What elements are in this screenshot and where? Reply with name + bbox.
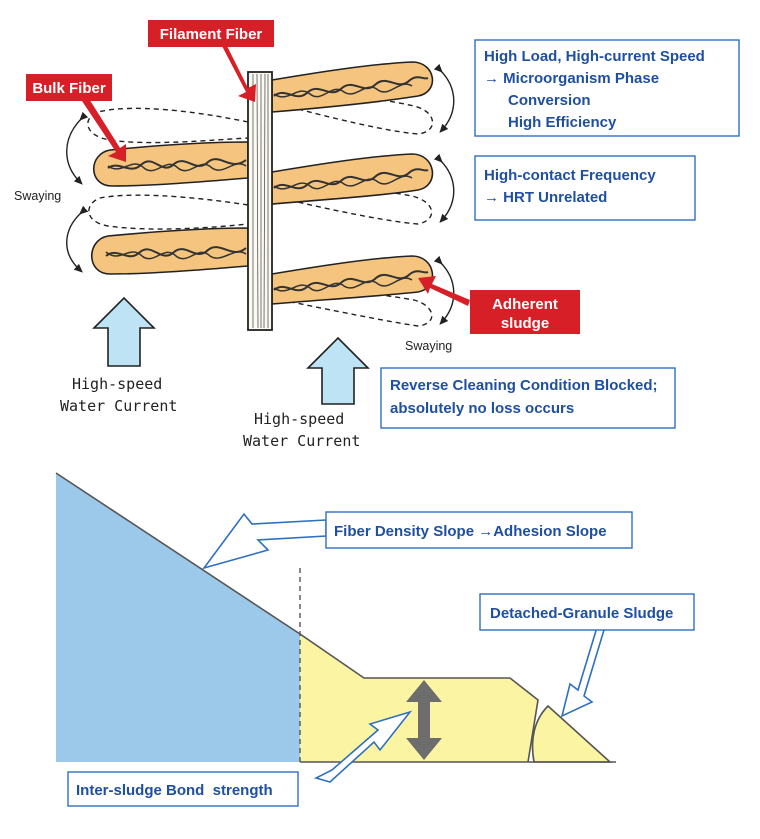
svg-text:High-contact Frequency: High-contact Frequency (484, 167, 656, 184)
bulk-fiber-right-2 (271, 153, 434, 205)
label-detached-granule: Detached-Granule Sludge (479, 593, 695, 631)
svg-text:High Load, High-current Speed: High Load, High-current Speed (484, 48, 705, 65)
svg-text:absolutely no loss occurs: absolutely no loss occurs (390, 400, 574, 417)
bond-strength-arrow (406, 680, 442, 760)
arrow-filament-fiber (222, 44, 256, 102)
arrow-adherent-sludge (418, 276, 470, 306)
svg-text:Fiber Density Slope →Adhesion: Fiber Density Slope →Adhesion Slope (334, 523, 607, 540)
label-water-current-left: High-speed Water Current (60, 375, 177, 415)
label-swaying-left: Swaying (14, 189, 61, 203)
label-bulk-fiber: Bulk Fiber (26, 74, 112, 101)
callout-arrow-inter-sludge (313, 710, 413, 783)
label-adherent-sludge: Adherent sludge (470, 290, 580, 334)
svg-text:Adherent: Adherent (492, 296, 558, 313)
svg-text:High Efficiency: High Efficiency (508, 114, 617, 131)
sway-arc-left-2 (66, 205, 89, 273)
svg-text:Water Current: Water Current (243, 432, 360, 450)
water-current-arrow-center (306, 336, 370, 405)
detached-granule (531, 704, 613, 763)
svg-text:sludge: sludge (501, 315, 549, 332)
bulk-fiber-left-2 (91, 227, 249, 275)
sway-outline-left-1 (87, 107, 249, 144)
svg-text:High-speed: High-speed (72, 375, 162, 393)
label-swaying-right: Swaying (405, 339, 452, 353)
svg-text:→ HRT Unrelated: → HRT Unrelated (484, 189, 607, 206)
info-box-high-contact: High-contact Frequency → HRT Unrelated (474, 155, 696, 221)
svg-text:Inter-sludge Bond strength: Inter-sludge Bond strength (76, 782, 273, 799)
water-current-arrow-left (92, 296, 156, 367)
svg-text:Water Current: Water Current (60, 397, 177, 415)
label-water-current-center: High-speed Water Current (243, 410, 360, 450)
svg-text:Bulk Fiber: Bulk Fiber (32, 80, 106, 97)
label-filament-fiber: Filament Fiber (148, 20, 274, 47)
sway-outline-left-2 (88, 194, 249, 230)
bulk-fiber-right-1 (271, 61, 434, 113)
label-fiber-density: Fiber Density Slope →Adhesion Slope (325, 511, 633, 549)
svg-text:Reverse Cleaning Condition Blo: Reverse Cleaning Condition Blocked; (390, 377, 658, 394)
sway-arc-right-3 (433, 255, 455, 325)
svg-text:→ Microorganism Phase: → Microorganism Phase (484, 70, 659, 87)
fiber-density-slope (56, 473, 300, 762)
label-inter-sludge: Inter-sludge Bond strength (67, 771, 299, 807)
svg-text:High-speed: High-speed (254, 410, 344, 428)
info-box-reverse-cleaning: Reverse Cleaning Condition Blocked; abso… (380, 367, 676, 429)
svg-text:Conversion: Conversion (508, 92, 591, 109)
svg-text:Detached-Granule Sludge: Detached-Granule Sludge (490, 605, 673, 622)
info-box-high-load: High Load, High-current Speed → Microorg… (474, 39, 740, 137)
bulk-fiber-right-3 (271, 255, 434, 305)
arrow-bulk-fiber (80, 94, 126, 162)
svg-text:Filament Fiber: Filament Fiber (160, 26, 263, 43)
sludge-outline (55, 472, 539, 763)
callout-arrow-fiber-density (201, 512, 327, 570)
sway-arc-left-1 (66, 111, 89, 185)
sway-arc-right-1 (433, 63, 455, 133)
callout-arrow-detached (560, 617, 618, 718)
filament-fiber-core (247, 71, 273, 331)
sway-arc-right-2 (433, 153, 455, 223)
bulk-fiber-left-1 (93, 141, 249, 187)
